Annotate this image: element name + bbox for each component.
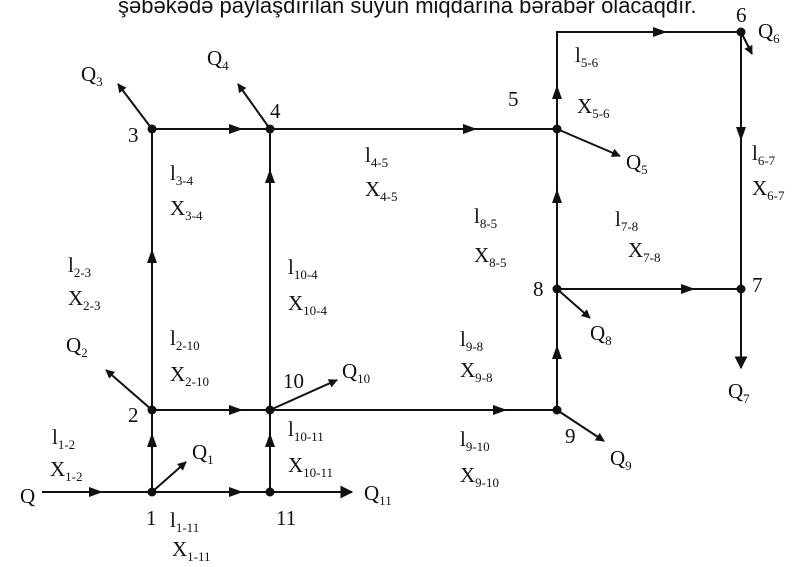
pipes-layer [42, 31, 742, 493]
pipe-flow-label-5-6: X5-6 [577, 94, 610, 121]
pipe-flow-label-9-8: X9-8 [460, 358, 493, 385]
pipe-flow-label-1-11: X1-11 [172, 537, 211, 564]
flow-arrow-5-6-2 [653, 27, 667, 37]
outflow-arrow-2 [105, 369, 153, 411]
flow-arrow-5-6 [552, 85, 562, 99]
mid-arrows-layer [89, 27, 746, 497]
node-5 [552, 124, 562, 134]
outflow-label-q7: Q7 [728, 379, 750, 406]
node-label-7: 7 [752, 273, 763, 297]
node-label-4: 4 [270, 99, 281, 123]
pipe-flow-label-2-10: X2-10 [170, 362, 209, 389]
flow-arrow-10-11 [265, 433, 275, 447]
outflow-label-q6: Q6 [758, 19, 780, 46]
flow-arrow-6-7 [736, 127, 746, 141]
node-label-5: 5 [508, 87, 519, 111]
inflow-label: Q [20, 484, 35, 508]
pipe-length-label-9-10: l9-10 [460, 427, 490, 454]
flow-arrow-1-2 [147, 433, 157, 447]
node-11 [265, 487, 275, 497]
pipe-flow-label-10-11: X10-11 [288, 453, 333, 480]
header-text: şəbəkədə paylaşdırılan suyun miqdarına b… [118, 0, 696, 18]
pipe-flow-label-1-2: X1-2 [50, 457, 83, 484]
node-label-9: 9 [565, 424, 576, 448]
outflow-arrow-4 [237, 83, 271, 130]
outflow-label-q11: Q11 [364, 481, 392, 508]
outflow-label-q5: Q5 [626, 150, 648, 177]
outflow-label-q10: Q10 [342, 359, 370, 386]
pipe-length-label-5-6: l5-6 [575, 43, 599, 70]
node-9 [552, 405, 562, 415]
outflow-label-q1: Q1 [192, 440, 214, 467]
node-3 [147, 124, 157, 134]
pipe-flow-label-7-8: X7-8 [628, 238, 661, 265]
node-label-8: 8 [533, 277, 544, 301]
pipe-flow-label-3-4: X3-4 [170, 196, 203, 223]
node-6 [736, 27, 746, 37]
outflow-label-q8: Q8 [590, 321, 612, 348]
node-2 [147, 405, 157, 415]
pipe-flow-label-9-10: X9-10 [460, 463, 499, 490]
node-label-1: 1 [146, 506, 157, 530]
pipe-flow-label-8-5: X8-5 [474, 243, 507, 270]
node-7 [736, 284, 746, 294]
node-label-2: 2 [128, 403, 139, 427]
outflow-label-q4: Q4 [207, 46, 229, 73]
pipe-length-label-7-8: l7-8 [615, 207, 638, 234]
pipe-flow-label-4-5: X4-5 [365, 177, 398, 204]
pipe-length-label-2-3: l2-3 [68, 253, 91, 280]
pipe-length-label-10-4: l10-4 [288, 255, 318, 282]
pipe-length-label-9-8: l9-8 [460, 327, 483, 354]
flow-arrow-9-8 [552, 345, 562, 359]
pipe-length-label-8-5: l8-5 [474, 204, 497, 231]
pipe-flow-label-2-3: X2-3 [68, 286, 101, 313]
node-1 [147, 487, 157, 497]
inflow-arrow [89, 487, 103, 497]
node-8 [552, 284, 562, 294]
flow-arrow-7-8 [681, 284, 695, 294]
flow-arrow-10-4 [265, 169, 275, 183]
outflow-label-q3: Q3 [81, 62, 103, 89]
flow-arrow-9-10 [493, 405, 507, 415]
node-4 [265, 124, 275, 134]
flow-arrow-1-11 [229, 487, 243, 497]
flow-arrow-2-10 [229, 405, 243, 415]
outflow-arrow-9 [556, 409, 605, 442]
pipe-length-label-4-5: l4-5 [365, 143, 388, 170]
pipe-flow-label-10-4: X10-4 [288, 291, 328, 318]
outflow-label-q9: Q9 [610, 446, 632, 473]
node-label-3: 3 [128, 123, 139, 147]
outflow-label-q2: Q2 [66, 333, 88, 360]
outflows-layer [105, 31, 753, 499]
flow-arrow-8-5 [552, 189, 562, 203]
flow-arrow-2-3 [147, 249, 157, 263]
node-label-6: 6 [736, 3, 747, 27]
pipe-length-label-1-2: l1-2 [52, 425, 75, 452]
pipe-length-label-1-11: l1-11 [170, 508, 199, 535]
outflow-arrow-1 [151, 461, 187, 493]
outflow-arrow-3 [117, 83, 153, 130]
flow-arrow-3-4 [229, 124, 243, 134]
pipe-length-label-2-10: l2-10 [170, 326, 200, 353]
pipe-length-label-10-11: l10-11 [288, 417, 324, 444]
outflow-arrow-5 [556, 128, 621, 157]
pipe-length-label-6-7: l6-7 [752, 141, 776, 168]
nodes-layer [147, 27, 746, 497]
pipe-flow-label-6-7: X6-7 [752, 176, 785, 203]
node-label-10: 10 [283, 369, 304, 393]
outflow-arrow-10 [269, 379, 338, 411]
flow-arrow-4-5 [463, 124, 477, 134]
node-10 [265, 405, 275, 415]
pipe-length-label-3-4: l3-4 [170, 161, 194, 188]
node-label-11: 11 [276, 506, 296, 530]
outflow-arrow-8 [556, 288, 591, 319]
